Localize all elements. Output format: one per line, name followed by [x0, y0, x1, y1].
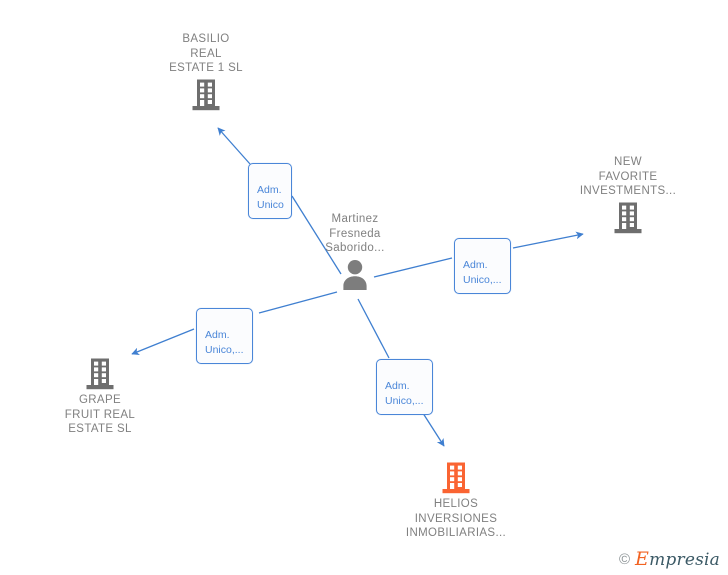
brand-rest: mpresia	[649, 550, 720, 570]
building-icon	[15, 357, 185, 391]
building-icon	[121, 78, 291, 112]
copyright-icon: ©	[618, 551, 631, 568]
relation-chip-label: Adm. Unico,...	[385, 380, 424, 407]
relation-chip-helios[interactable]: Adm. Unico,...	[376, 359, 433, 415]
relation-chip-label: Adm. Unico,...	[463, 259, 502, 286]
node-company-basilio-real-estate[interactable]: BASILIO REAL ESTATE 1 SL	[121, 32, 291, 112]
person-icon	[270, 258, 440, 290]
building-icon	[371, 461, 541, 495]
relation-chip-grape-fruit[interactable]: Adm. Unico,...	[196, 308, 253, 364]
node-company-new-favorite-investments[interactable]: NEW FAVORITE INVESTMENTS...	[543, 155, 713, 235]
node-label-person: Martinez Fresneda Saborido...	[325, 213, 385, 255]
relation-chip-label: Adm. Unico,...	[205, 329, 244, 356]
empresia-watermark: © Empresia	[619, 550, 720, 569]
relation-chip-basilio[interactable]: Adm. Unico	[248, 163, 292, 219]
brand-initial: E	[635, 548, 650, 570]
relation-chip-label: Adm. Unico	[257, 184, 284, 211]
node-label-grape-fruit-real-estate: GRAPE FRUIT REAL ESTATE SL	[64, 394, 136, 436]
node-company-helios-inversiones-inmobiliarias[interactable]: HELIOS INVERSIONES INMOBILIARIAS...	[371, 461, 541, 541]
node-person-martinez-fresneda-saborido[interactable]: Martinez Fresneda Saborido...	[270, 212, 440, 290]
node-label-new-favorite-investments: NEW FAVORITE INVESTMENTS...	[579, 156, 677, 198]
node-company-grape-fruit-real-estate[interactable]: GRAPE FRUIT REAL ESTATE SL	[15, 357, 185, 437]
node-label-helios-inversiones-inmobiliarias: HELIOS INVERSIONES INMOBILIARIAS...	[405, 498, 507, 540]
brand-wordmark: Empresia	[635, 550, 720, 569]
building-icon	[543, 201, 713, 235]
relation-chip-new-favorite[interactable]: Adm. Unico,...	[454, 238, 511, 294]
node-label-basilio-real-estate: BASILIO REAL ESTATE 1 SL	[169, 33, 243, 75]
